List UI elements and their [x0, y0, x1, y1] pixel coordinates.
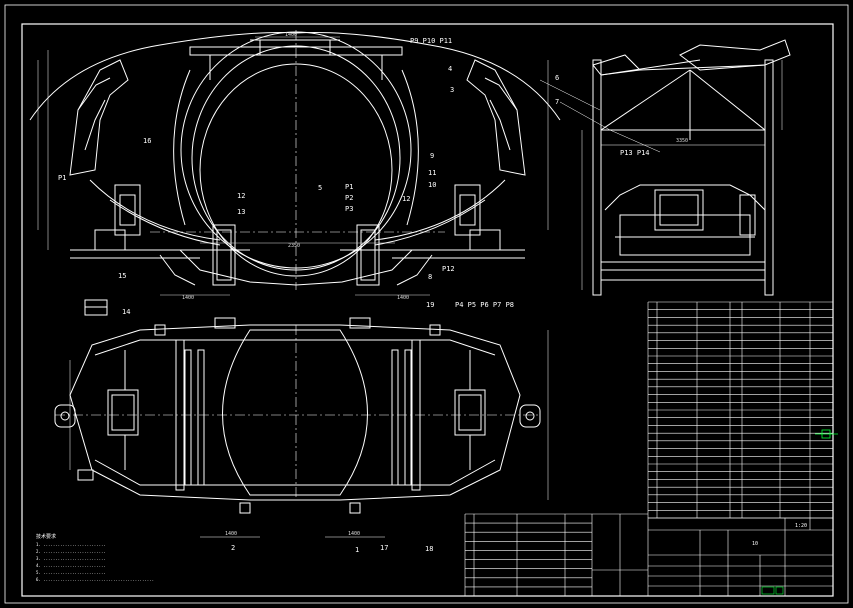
note-1: 1. .......................... — [36, 542, 106, 547]
label-8: 8 — [428, 273, 432, 281]
plan-view — [54, 299, 549, 538]
dim-front-left: 1400 — [182, 295, 194, 301]
pipe-lens — [222, 329, 368, 496]
note-5: 5. .......................... — [36, 570, 106, 575]
label-11: 11 — [428, 169, 436, 177]
dimension-texts: 1400 1400 1400 2350 3350 1400 1400 — [182, 32, 688, 537]
dim-plan-left: 1400 — [225, 531, 237, 537]
label-p2: P2 — [345, 194, 353, 202]
label-3: 3 — [450, 86, 454, 94]
label-p13: P13 P14 — [620, 149, 650, 157]
labels: P9 P10 P11 P1 16 12 13 15 5 P1 P2 P3 12 … — [58, 37, 650, 554]
label-2: 2 — [231, 544, 235, 552]
label-p1-left: P1 — [58, 174, 66, 182]
note-6: 6. .....................................… — [36, 577, 154, 582]
label-9: 9 — [430, 152, 434, 160]
note-4: 4. .......................... — [36, 563, 106, 568]
label-19: 19 — [426, 301, 434, 309]
label-12-mid: 12 — [402, 195, 410, 203]
label-plan-top: P4 P5 P6 P7 P8 — [455, 301, 514, 309]
note-3: 3. .......................... — [36, 556, 106, 561]
label-6: 6 — [555, 74, 559, 82]
label-p3: P3 — [345, 205, 353, 213]
inner-ring — [199, 63, 393, 277]
note-2: 2. .......................... — [36, 549, 106, 554]
label-p12: P12 — [442, 265, 455, 273]
drawing-number: 10 — [752, 541, 758, 547]
dim-top: 1400 — [285, 32, 297, 38]
title-block — [647, 517, 834, 597]
bom-table-right — [647, 301, 834, 519]
label-16: 16 — [143, 137, 151, 145]
dim-plan-right: 1400 — [348, 531, 360, 537]
label-top-center: P9 P10 P11 — [410, 37, 452, 45]
label-15: 15 — [118, 272, 126, 280]
front-view-dimensions — [160, 36, 430, 296]
label-7: 7 — [555, 98, 559, 106]
label-p1-mid: P1 — [345, 183, 353, 191]
label-14: 14 — [122, 308, 130, 316]
title-block-texts: 10 1:20 — [752, 523, 807, 547]
label-5: 5 — [318, 184, 322, 192]
dim-side: 3350 — [676, 138, 688, 144]
drawing-scale: 1:20 — [795, 523, 807, 529]
label-10: 10 — [428, 181, 436, 189]
front-view — [29, 30, 561, 290]
label-18: 18 — [425, 545, 433, 553]
label-17: 17 — [380, 544, 388, 552]
label-12-left: 12 — [237, 192, 245, 200]
label-1: 1 — [355, 546, 359, 554]
green-marker — [815, 429, 838, 439]
bom-table-bottom — [464, 513, 648, 597]
dim-front-right: 1400 — [397, 295, 409, 301]
notes-title: 技术要求 — [36, 533, 56, 540]
dim-front-center: 2350 — [288, 243, 300, 249]
label-13-left: 13 — [237, 208, 245, 216]
technical-notes: 技术要求 1. .......................... 2. ..… — [36, 533, 154, 582]
label-4: 4 — [448, 65, 452, 73]
side-view — [539, 39, 791, 296]
